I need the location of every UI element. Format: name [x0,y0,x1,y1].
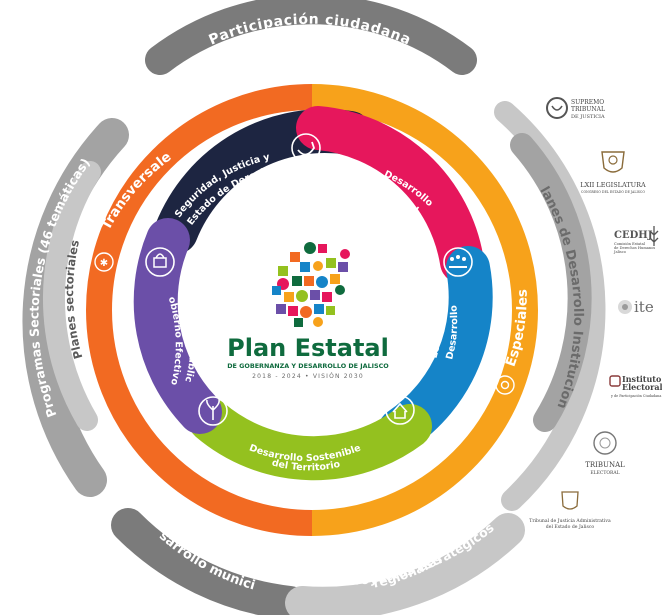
institution-ite: ite [618,298,654,316]
institution-iepc: Instituto Electoral y de Participación C… [609,374,662,398]
institution-tja: Tribunal de Justicia Administrativa del … [529,491,611,530]
suprema-line-2: TRIBUNAL [571,106,605,113]
crest-icon [601,151,625,173]
iepc-line-2: Electoral [622,382,662,392]
institution-legislatura: LXII LEGISLATURA CONGRESO DEL ESTADO DE … [580,151,646,194]
government-icon [145,247,175,277]
wheat-icon [649,226,659,246]
center-subtitle: DE GOBERNANZA Y DESARROLLO DE JALISCO [227,362,389,370]
cedhj-line-3: Jalisco [613,250,626,254]
outer-ring [22,0,606,615]
iepc-line-1: Instituto [622,374,662,384]
tja-line-1: Tribunal de Justicia Administrativa [529,518,611,524]
plan-estatal-logo: Plan Estatal DE GOBERNANZA Y DESARROLLO … [227,242,389,380]
tja-shield-icon [561,491,579,510]
tja-line-2: del Estado de Jalisco [546,524,595,530]
cedhj-line-2: de Derechos Humanos [614,246,655,250]
legislatura-line-1: LXII LEGISLATURA [580,181,646,189]
center-years: 2018 - 2024 • VISIÓN 2030 [252,373,364,380]
institution-tribunal-electoral: TRIBUNAL ELECTORAL [585,431,625,476]
transversales-icon: ✱ [94,252,114,272]
house-up-icon [385,395,415,425]
center-title: Plan Estatal [227,334,389,362]
ite-text: ite [634,298,654,316]
institution-suprema: SUPREMO TRIBUNAL DE JUSTICIA [546,97,605,120]
cedhj-line-1: Comisión Estatal [614,242,646,246]
suprema-line-3: DE JUSTICIA [571,114,605,120]
people-icon [443,247,473,277]
iepc-logo-icon [609,375,621,387]
cedhj-acronym: CEDHJ [614,230,653,241]
svg-text:✱: ✱ [100,258,108,269]
tribunal-line-1: TRIBUNAL [585,461,625,469]
iepc-line-3: y de Participación Ciudadana [610,394,661,398]
orange-ring [86,84,538,536]
institution-cedhj: CEDHJ Comisión Estatal de Derechos Human… [613,226,659,254]
suprema-line-1: SUPREMO [571,99,604,106]
justice-icon [291,133,321,163]
especiales-icon [495,375,515,395]
plant-icon [198,396,228,426]
tribunal-seal-icon [593,431,617,455]
axes-ring [133,106,493,481]
tribunal-line-2: ELECTORAL [590,470,619,476]
legislatura-line-2: CONGRESO DEL ESTADO DE JALISCO [581,190,645,194]
jalisco-mosaic-icon [272,242,350,327]
